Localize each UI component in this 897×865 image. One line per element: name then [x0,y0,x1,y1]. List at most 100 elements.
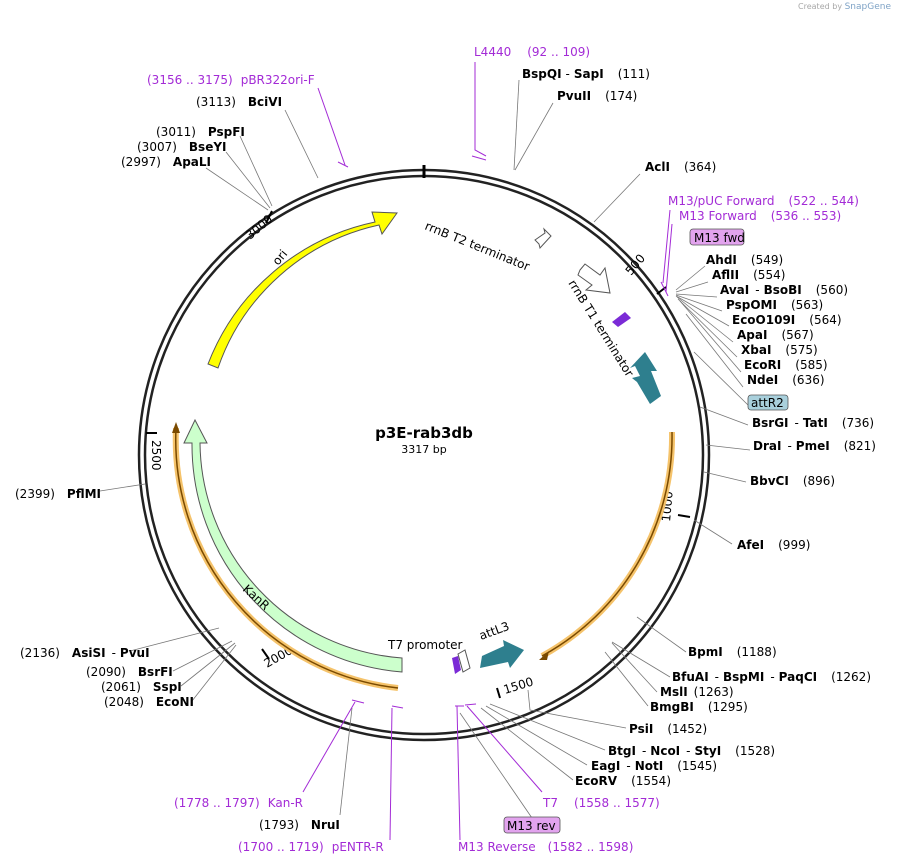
site-psii: PsiI(1452) [629,722,707,736]
primer-bar-pentr [391,705,404,709]
primer-lines [302,62,673,841]
site-paqci-name: PaqCI [779,670,817,684]
primer-pentr: (1700 .. 1719)pENTR-R [238,840,384,854]
leader-bseyi [225,151,271,209]
tick-label-2500: 2500 [149,440,163,471]
site-ndei: NdeI(636) [747,373,825,387]
site-ahdi: AhdI(549) [706,253,783,267]
site-asisi-pos: (2136) [20,646,60,660]
primer-t7: T7(1558 .. 1577) [542,796,660,810]
attr2-feature [630,352,661,404]
site-acli-name: AclI [645,160,670,174]
site-msli-pos: (1263) [694,685,734,699]
site-pspfi: (3011) PspFI [156,125,245,139]
attr2-box-label: attR2 [751,396,784,410]
site-apai-name: ApaI [737,328,767,342]
site-ecori-pos: (585) [795,358,827,372]
site-msli-name: MslI [660,685,688,699]
site-eagi-name: EagI [591,759,620,773]
site-msli: MslI (1263) [660,685,734,699]
m13fwd-box [689,228,745,246]
leader-apai [676,296,734,343]
site-xbai-name: XbaI [741,343,771,357]
site-bspqi-pos: (111) [618,67,650,81]
rrnb-t1-feature [577,263,611,294]
leader-lines [99,79,751,819]
site-nrui-pos: (1793) [259,818,299,832]
ori-feature [207,211,398,369]
site-aflii: AflII(554) [712,268,785,282]
plasmid-name: p3E-rab3db [375,424,473,442]
site-bpmi: BpmI(1188) [688,645,777,659]
t7-promoter-label: T7 promoter [387,638,463,652]
site-noti-name: NotI [635,759,664,773]
site-aflii-pos: (554) [753,268,785,282]
site-bpmi-pos: (1188) [737,645,777,659]
site-sspi: (2061)SspI [101,680,182,694]
tick-label-3000: 3000 [243,212,275,242]
site-ecori: EcoRI(585) [744,358,828,372]
site-psp: PspOMI(563) [726,298,823,312]
watermark-prefix: Created by [798,2,843,11]
kanr-feature [183,418,403,673]
tick-1000 [677,514,691,518]
site-btgi-name: BtgI [608,744,636,758]
site-asisi: (2136)AsiSI-PvuI [20,646,150,660]
site-pspfi-name: PspFI [208,125,245,139]
primer-line-kanr [302,701,356,793]
site-eco109: EcoO109I(564) [732,313,842,327]
site-avai: AvaI-BsoBI(560) [720,283,848,297]
primer-bar-m13f [660,281,669,297]
primer-pbr322: (3156 .. 3175)pBR322ori-F [147,73,315,87]
site-apai: ApaI(567) [737,328,814,342]
site-bsrgi-name: BsrGI [752,416,789,430]
orange-arc-left-halo [172,427,399,691]
t7-promoter-a [452,656,461,674]
site-bsrfi: (2090)BsrFI [86,665,173,679]
site-apali: (2997)ApaLI [121,155,211,169]
site-avai-name: AvaI [720,283,749,297]
leader-pspfi [239,135,273,207]
site-pvuii: PvuII(174) [557,89,637,103]
primer-pentr-name: pENTR-R [332,840,384,854]
primer-bar-l4440 [471,155,487,161]
leader-btgi [489,703,606,751]
orange-arc-right-head [539,651,549,660]
site-ndei-name: NdeI [747,373,778,387]
site-afei-name: AfeI [737,538,764,552]
primer-kanr-name: Kan-R [268,796,303,810]
leader-psii [527,689,627,729]
site-bsrgi: BsrGI-TatI(736) [752,416,874,430]
site-drai: DraI-PmeI(821) [753,439,876,453]
primer-line-m13f [665,223,673,293]
attr2-box [747,394,789,411]
site-acli: AclI(364) [645,160,716,174]
tick-1500 [496,687,501,699]
primer-l4440-range: (92 .. 109) [527,45,590,59]
leader-acli [593,173,641,223]
site-sapi-name: SapI [574,67,604,81]
leader-ecorv [480,707,574,781]
site-pflmi: (2399)PflMI [15,487,101,501]
site-ahdi-name: AhdI [706,253,737,267]
site-bsobi-name: BsoBI [764,283,802,297]
leader-ecori [679,300,742,373]
leader-pvuii [514,102,554,171]
tick-2000 [261,648,270,660]
leader-bspqi [513,79,520,171]
site-bfuai-pos: (1262) [831,670,871,684]
leader-afei [693,519,733,545]
primer-m13f-name: M13 Forward [679,209,757,223]
primer-bar-pbr322 [337,161,349,168]
leader-bbvci [703,471,747,483]
leader-bcivi [284,109,319,179]
site-nrui-name: NruI [311,818,340,832]
site-asisi-name: AsiSI [72,646,106,660]
leader-xbai [677,298,738,358]
rrnb-t1-label: rrnB T1 terminator [565,277,636,379]
m13fwd-box-label: M13 fwd [694,231,745,245]
primer-m13rev-name: M13 Reverse [458,840,536,854]
site-bcivi: (3113)BciVI [196,95,282,109]
site-pspfi-pos: (3011) [156,125,196,139]
